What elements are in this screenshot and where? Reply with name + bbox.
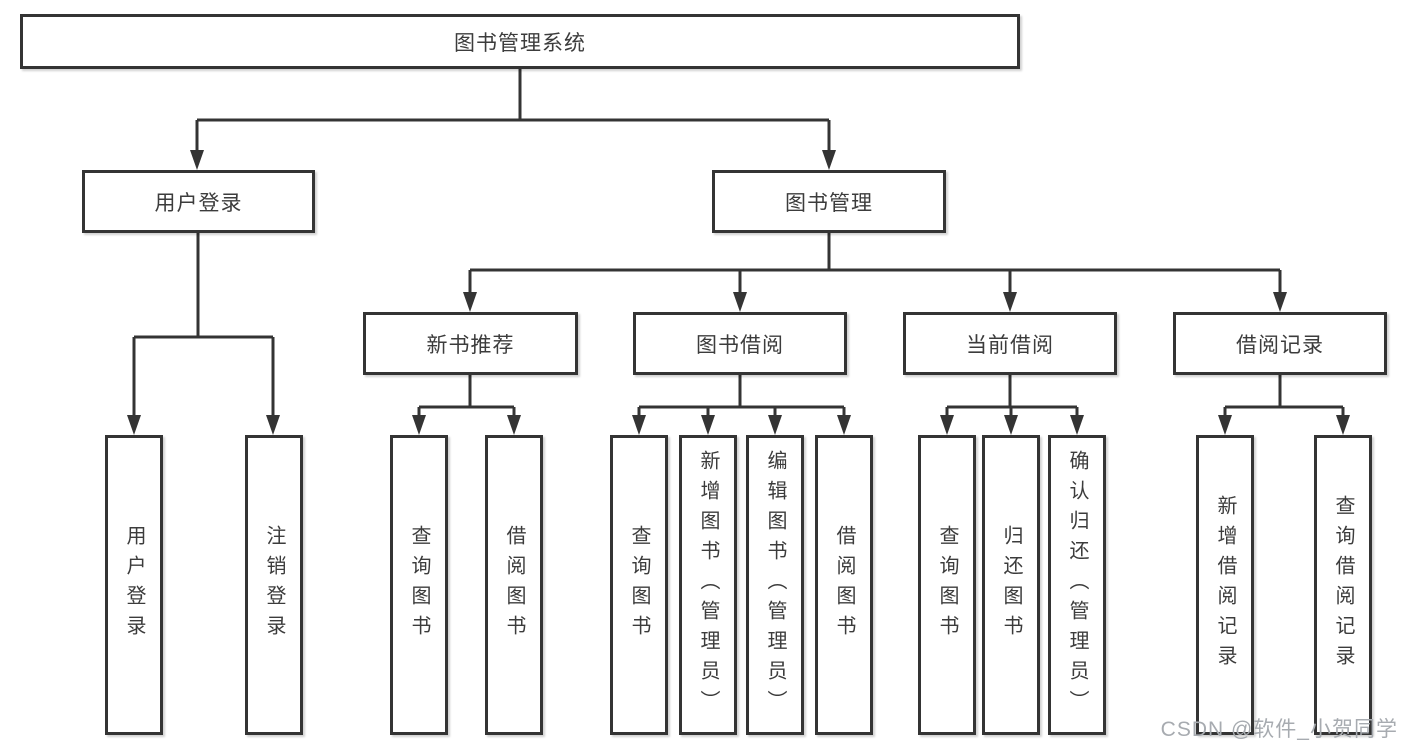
node-borrowing-records: 借阅记录	[1173, 312, 1387, 375]
node-label: 图书管理系统	[454, 31, 586, 55]
node-library-management-system: 图书管理系统	[20, 14, 1020, 69]
leaf-edit-book-admin: 编辑图书（管理员）	[746, 435, 804, 735]
leaf-query-books-recommend: 查询图书	[390, 435, 448, 735]
leaf-return-books: 归还图书	[982, 435, 1040, 735]
node-book-management: 图书管理	[712, 170, 946, 233]
leaf-label: 查询图书	[628, 525, 650, 645]
leaf-add-book-admin: 新增图书（管理员）	[679, 435, 737, 735]
leaf-label: 编辑图书（管理员）	[764, 450, 786, 720]
leaf-label: 查询图书	[408, 525, 430, 645]
node-user-login: 用户登录	[82, 170, 315, 233]
node-label: 图书借阅	[696, 333, 784, 357]
leaf-label: 新增借阅记录	[1214, 495, 1236, 675]
node-label: 当前借阅	[966, 333, 1054, 357]
node-new-book-recommendation: 新书推荐	[363, 312, 578, 375]
leaf-label: 查询借阅记录	[1332, 495, 1354, 675]
leaf-label: 注销登录	[263, 525, 285, 645]
leaf-query-books-borrowing: 查询图书	[610, 435, 668, 735]
leaf-label: 确认归还（管理员）	[1066, 450, 1088, 720]
node-label: 图书管理	[785, 191, 873, 215]
leaf-label: 查询图书	[936, 525, 958, 645]
csdn-watermark: CSDN @软件_小贺同学	[1160, 718, 1398, 741]
leaf-label: 归还图书	[1000, 525, 1022, 645]
leaf-query-borrow-record: 查询借阅记录	[1314, 435, 1372, 735]
node-label: 借阅记录	[1236, 333, 1324, 357]
leaf-borrow-books-borrowing: 借阅图书	[815, 435, 873, 735]
leaf-user-login: 用户登录	[105, 435, 163, 735]
leaf-label: 借阅图书	[833, 525, 855, 645]
leaf-label: 借阅图书	[503, 525, 525, 645]
node-label: 新书推荐	[426, 333, 515, 357]
leaf-add-borrow-record: 新增借阅记录	[1196, 435, 1254, 735]
node-book-borrowing: 图书借阅	[633, 312, 847, 375]
leaf-label: 用户登录	[123, 525, 145, 645]
leaf-logout: 注销登录	[245, 435, 303, 735]
leaf-borrow-books-recommend: 借阅图书	[485, 435, 543, 735]
node-current-borrowing: 当前借阅	[903, 312, 1117, 375]
leaf-query-books-current: 查询图书	[918, 435, 976, 735]
leaf-confirm-return-admin: 确认归还（管理员）	[1048, 435, 1106, 735]
leaf-label: 新增图书（管理员）	[697, 450, 719, 720]
node-label: 用户登录	[154, 191, 243, 215]
